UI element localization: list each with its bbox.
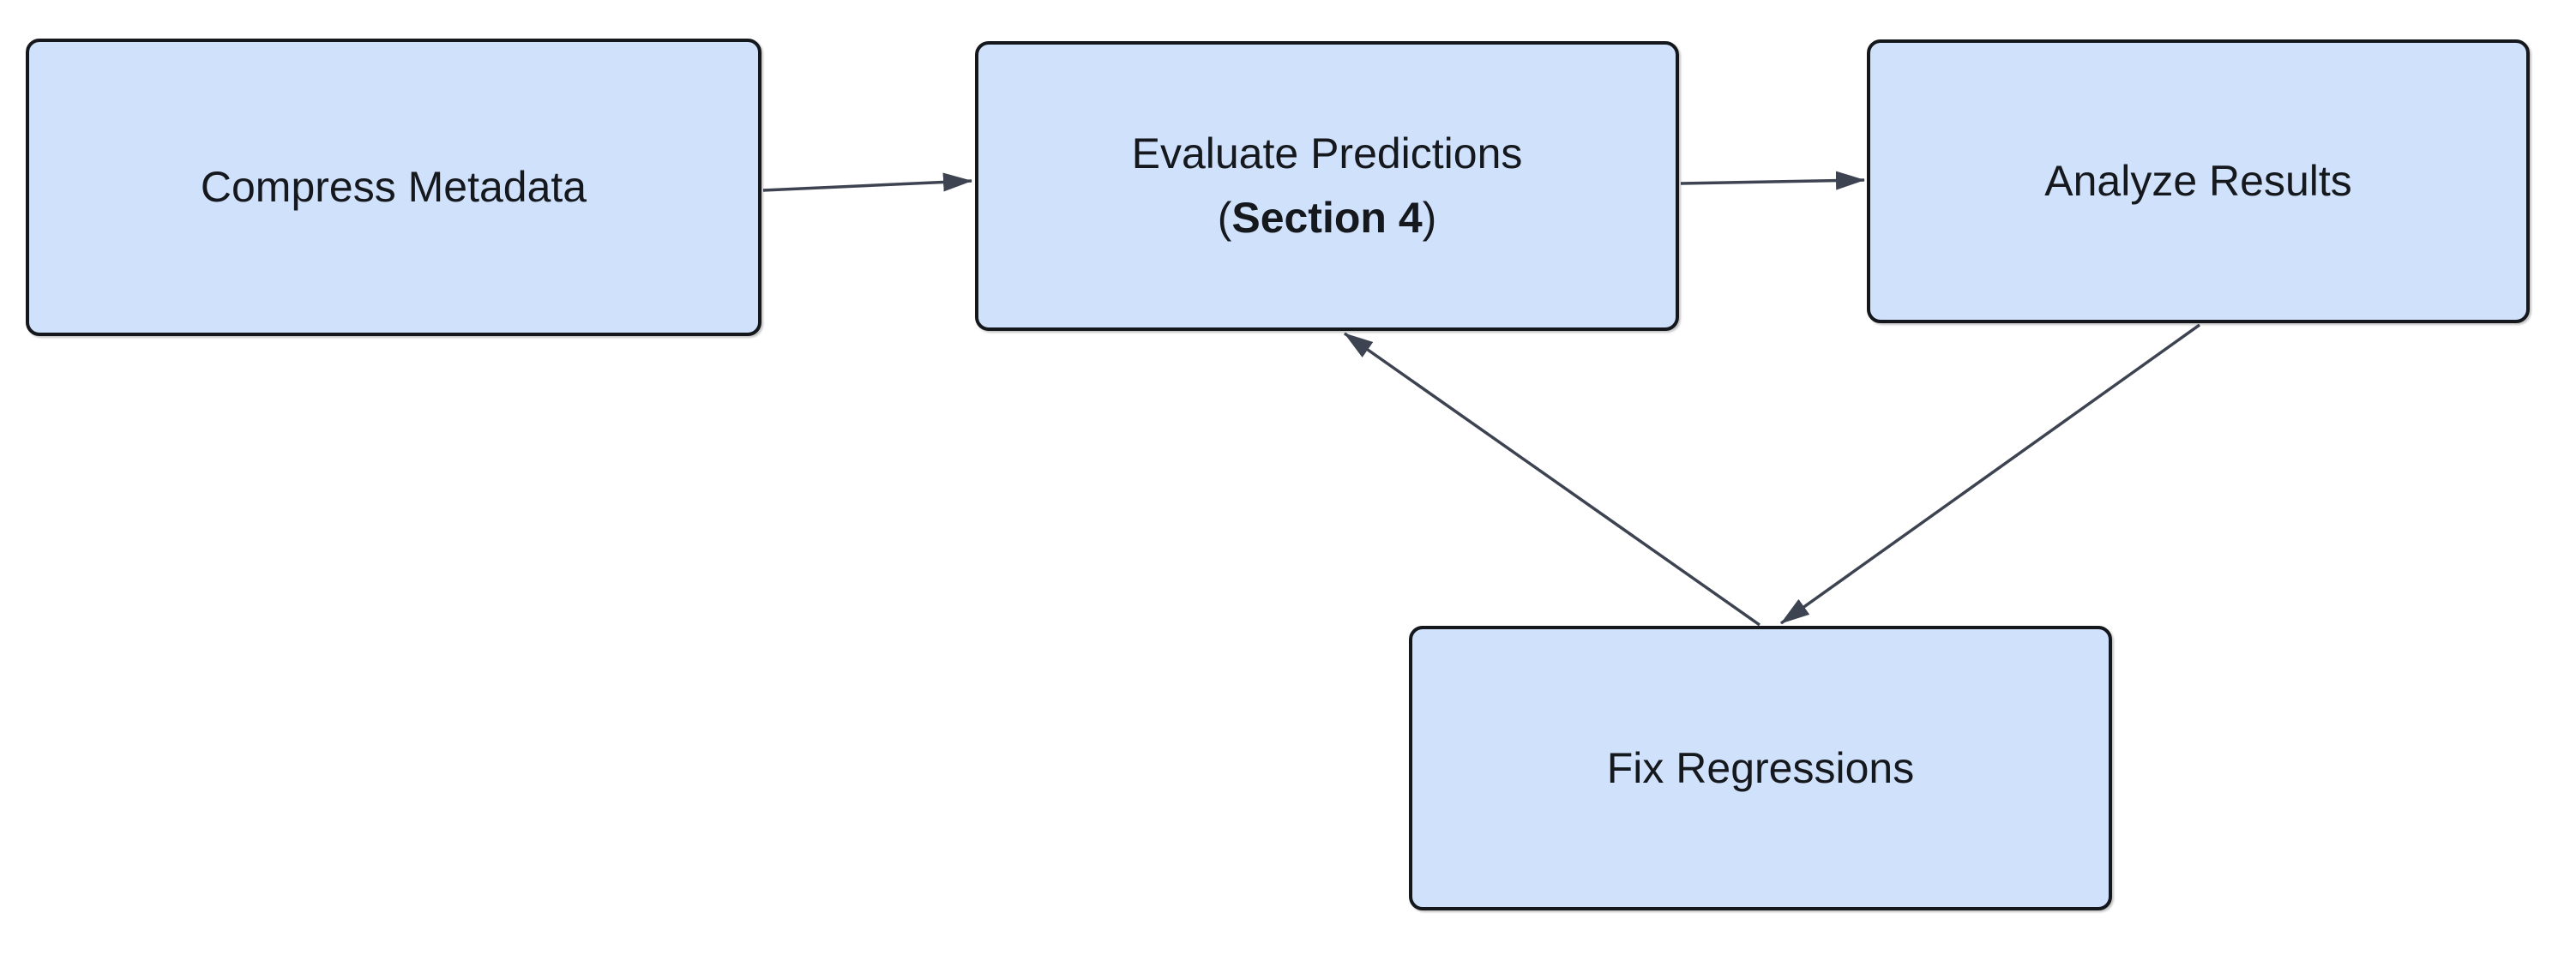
node-compress-metadata[interactable]: Compress Metadata (26, 39, 761, 336)
node-evaluate-predictions-label-line2: (Section 4) (978, 186, 1676, 250)
node-fix-regressions-label: Fix Regressions (1606, 743, 1915, 792)
edge-fix-to-evaluate-arrow[interactable] (1343, 332, 1761, 627)
node-analyze-results-label: Analyze Results (2044, 157, 2352, 205)
node-evaluate-predictions[interactable]: Evaluate Predictions (Section 4) (975, 41, 1679, 331)
edge-evaluate-to-analyze-arrow[interactable] (1680, 171, 1865, 190)
node-compress-metadata-label: Compress Metadata (200, 163, 587, 211)
label-line2-bold-text: Section 4 (1231, 194, 1423, 242)
label-line2-close-paren: ) (1422, 194, 1437, 242)
node-analyze-results[interactable]: Analyze Results (1867, 39, 2530, 323)
edge-analyze-to-fix-arrow[interactable] (1779, 323, 2201, 625)
node-fix-regressions[interactable]: Fix Regressions (1409, 626, 2112, 910)
node-evaluate-predictions-label: Evaluate Predictions (Section 4) (978, 122, 1676, 250)
edge-compress-to-evaluate-arrow[interactable] (762, 172, 972, 192)
label-line2-open-paren: ( (1217, 194, 1232, 242)
node-evaluate-predictions-label-line1: Evaluate Predictions (1131, 129, 1523, 177)
